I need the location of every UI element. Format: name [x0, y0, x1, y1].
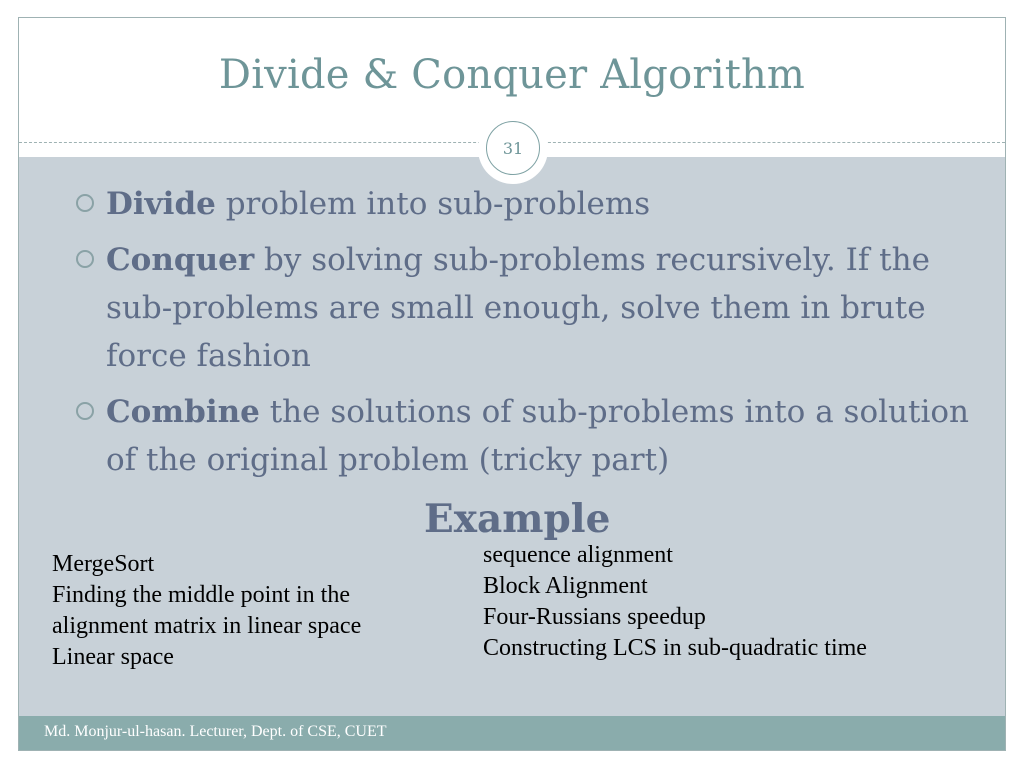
- example-item: alignment matrix in linear space: [52, 613, 362, 639]
- example-item: Four-Russians speedup: [483, 604, 706, 630]
- circle-bullet-icon: [76, 402, 94, 420]
- examples-left-list: MergeSort Finding the middle point in th…: [52, 549, 361, 673]
- bullet-text: by solving sub-problems recursively. If …: [106, 242, 930, 374]
- bullet-item-divide: Divide problem into sub-problems: [76, 180, 996, 228]
- bullet-item-combine: Combine the solutions of sub-problems in…: [76, 388, 996, 484]
- footer-text: Md. Monjur-ul-hasan. Lecturer, Dept. of …: [44, 723, 387, 740]
- circle-bullet-icon: [76, 250, 94, 268]
- example-item: Linear space: [52, 644, 174, 670]
- circle-bullet-icon: [76, 194, 94, 212]
- example-item: Constructing LCS in sub-quadratic time: [483, 635, 867, 661]
- bullet-text: the solutions of sub-problems into a sol…: [106, 394, 969, 478]
- bullet-item-conquer: Conquer by solving sub-problems recursiv…: [76, 236, 996, 380]
- bullet-keyword: Divide: [106, 186, 216, 222]
- example-item: Block Alignment: [483, 573, 648, 599]
- example-item: Finding the middle point in the: [52, 582, 350, 608]
- bullet-text: problem into sub-problems: [215, 186, 651, 222]
- examples-right-list: sequence alignment Block Alignment Four-…: [483, 540, 867, 664]
- bullet-keyword: Conquer: [106, 242, 255, 278]
- bullet-list: Divide problem into sub-problems Conquer…: [76, 180, 996, 492]
- example-item: MergeSort: [52, 551, 155, 577]
- page-number: 31: [486, 121, 540, 175]
- bullet-keyword: Combine: [106, 394, 260, 430]
- example-item: sequence alignment: [483, 542, 673, 568]
- content-area: [19, 157, 1005, 716]
- slide-title: Divide & Conquer Algorithm: [218, 52, 806, 98]
- footer-band: [19, 716, 1005, 750]
- example-heading: Example: [424, 496, 611, 542]
